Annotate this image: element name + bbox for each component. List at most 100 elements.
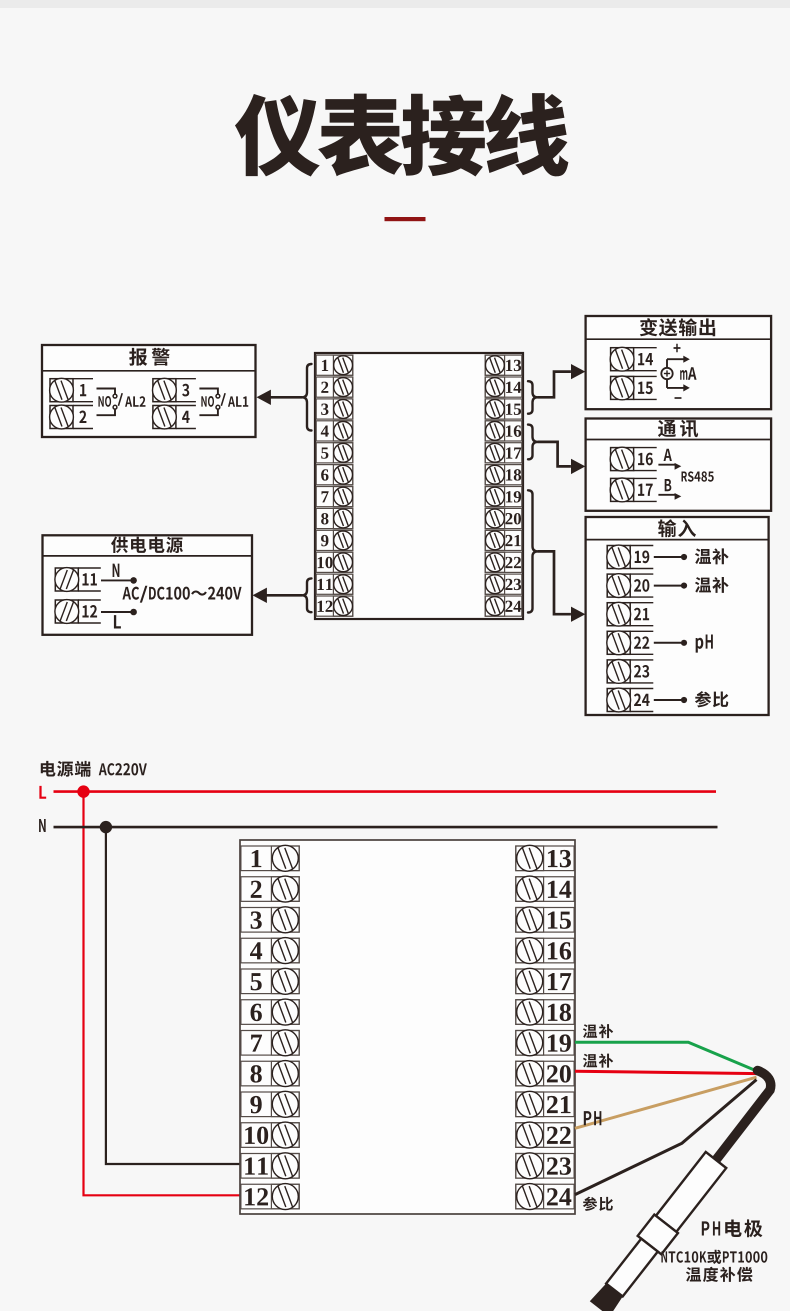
screw-slot [521, 1032, 531, 1054]
screw-slot [284, 1001, 294, 1023]
terminal-cell: 17 [609, 477, 657, 503]
screw-terminal-icon [484, 486, 505, 507]
screw-slot [337, 532, 345, 549]
screw-slot [277, 1062, 287, 1085]
screw-slot [337, 510, 345, 527]
terminal-cell: 24 [484, 595, 523, 617]
sensor-wire-label: 温补 [582, 1024, 614, 1039]
comm-arrowhead-icon [571, 458, 586, 475]
terminal-cell: 20 [515, 1059, 575, 1088]
screw-slot [620, 480, 630, 500]
screw-slot [488, 423, 496, 439]
ma-minus-arrow-icon [683, 384, 690, 392]
brace-terminals-14-15 [526, 380, 538, 415]
terminal-cell: 16 [515, 936, 575, 965]
screw-terminal-icon [606, 544, 632, 570]
screw-slot [521, 1155, 531, 1177]
glyph-outline [115, 763, 123, 776]
bottom-diagram: 电源端 AC220V L N 1132143154165176187198209… [39, 760, 776, 1311]
terminal-cell: 11 [240, 1152, 300, 1180]
screw-slot [284, 1185, 294, 1208]
screw-slot [342, 466, 350, 483]
electrode-spec-label: NTC10K或PT1000 [661, 1249, 768, 1264]
terminal-cell: 12 [315, 595, 354, 617]
screw-slot [277, 1001, 287, 1023]
screw-slot [488, 532, 496, 549]
screw-slot [277, 1032, 287, 1054]
screw-slot [611, 575, 620, 596]
glyph-outline [582, 1053, 598, 1068]
screw-slot [157, 407, 166, 427]
glyph-outline [680, 370, 688, 380]
glyph-outline [129, 347, 148, 366]
terminal-cell: 15 [484, 398, 523, 420]
screw-slot [521, 878, 531, 900]
glyph-outline [722, 1251, 729, 1263]
screw-slot [617, 690, 627, 710]
screw-terminal-icon [271, 967, 299, 995]
terminal-cell: 6 [315, 464, 354, 486]
screw-slot [493, 423, 501, 439]
mains-voltage-label: AC220V [98, 763, 147, 776]
glyph-outline [676, 1251, 684, 1263]
terminal-cell: 22 [606, 630, 654, 656]
terminal-cell: 3 [151, 377, 196, 403]
screw-terminal-icon [333, 442, 354, 463]
screw-slot [65, 569, 75, 590]
screw-slot [342, 532, 350, 549]
screw-slot [337, 488, 345, 505]
terminal-cell: 21 [484, 529, 523, 552]
power-arrowhead-icon [252, 587, 267, 603]
alarm-arrowhead-icon [256, 389, 271, 405]
sensor-wire-label: 温补 [582, 1053, 614, 1068]
glyph-outline [760, 1251, 768, 1263]
electrode-shaft [604, 1236, 660, 1299]
screw-terminal-icon [484, 377, 505, 398]
screw-slot [493, 554, 501, 571]
screw-slot [620, 378, 630, 398]
top-band [0, 0, 790, 8]
screw-slot [614, 349, 624, 369]
terminal-cell: 23 [515, 1152, 575, 1180]
terminal-cell: 3 [315, 398, 354, 420]
comm-b-label: B [664, 478, 672, 492]
screw-slot [493, 598, 501, 614]
terminal-cell: 18 [484, 464, 523, 486]
screw-slot [528, 909, 538, 931]
terminal-cell: 16 [609, 446, 657, 472]
screw-slot [528, 847, 538, 869]
electrode-tip [589, 1283, 623, 1311]
neutral-drop-wire [104, 827, 241, 1166]
relay-wire-bottom [96, 409, 116, 417]
screw-slot [157, 380, 166, 400]
screw-terminal-icon [333, 486, 354, 507]
screw-terminal-icon [609, 375, 635, 401]
glyph-outline [485, 93, 569, 177]
screw-terminal-icon [606, 601, 632, 627]
alarm-relay-group: 34NOAL1 [151, 377, 249, 430]
screw-slot [528, 878, 538, 900]
screw-slot [617, 547, 627, 567]
glyph-outline [729, 1251, 737, 1263]
screw-slot [528, 1155, 538, 1177]
screw-slot [65, 601, 75, 622]
screw-terminal-icon [606, 630, 632, 656]
terminal-cell: 23 [606, 658, 654, 684]
screw-slot [620, 449, 630, 469]
screw-slot [337, 554, 345, 571]
screw-slot [611, 604, 620, 624]
screw-slot [337, 445, 345, 461]
screw-slot [528, 970, 538, 992]
screw-terminal-icon [609, 346, 635, 372]
central-terminal-block: 113214315416517618719820921102211231224 [313, 351, 525, 621]
screw-slot [617, 604, 627, 624]
neutral-line-label: N [39, 819, 46, 832]
screw-slot [284, 970, 294, 992]
glyph-outline [702, 1266, 719, 1282]
terminal-cell: 13 [484, 354, 523, 376]
bottom-block-frame [239, 839, 576, 1215]
screw-slot [284, 1124, 294, 1146]
alarm-relay-group: 12NOAL2 [48, 377, 146, 430]
screw-terminal-icon [516, 844, 544, 872]
